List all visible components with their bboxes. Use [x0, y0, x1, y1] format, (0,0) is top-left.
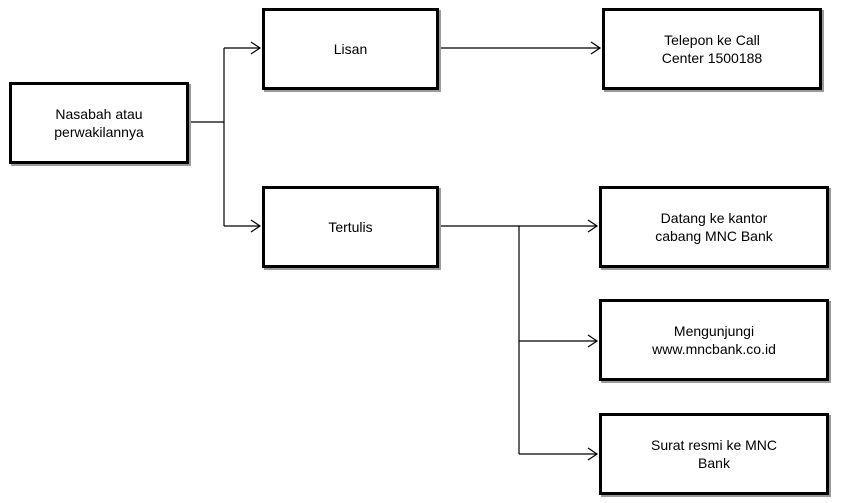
- edge-tertulis-trunk: [439, 225, 520, 454]
- node-datang: Datang ke kantor cabang MNC Bank: [599, 186, 829, 268]
- node-surat-line-1: Surat resmi ke MNC: [650, 437, 778, 453]
- node-kunjung-line-2: www.mncbank.co.id: [652, 341, 776, 357]
- node-kunjung: Mengunjungi www.mncbank.co.id: [599, 299, 829, 381]
- node-telepon: Telepon ke Call Center 1500188: [602, 8, 822, 90]
- node-datang-line-1: Datang ke kantor: [660, 210, 768, 226]
- arrowhead-telepon: [590, 41, 602, 55]
- node-lisan: Lisan: [262, 8, 439, 90]
- node-datang-text: Datang ke kantor cabang MNC Bank: [655, 209, 773, 245]
- node-nasabah-line-1: Nasabah atau: [55, 106, 143, 122]
- node-tertulis: Tertulis: [262, 186, 439, 268]
- node-telepon-line-1: Telepon ke Call: [664, 32, 760, 48]
- arrowhead-datang: [587, 219, 599, 233]
- node-kunjung-line-1: Mengunjungi: [673, 323, 755, 339]
- node-surat-line-2: Bank: [698, 455, 730, 471]
- node-nasabah-line-2: perwakilannya: [54, 124, 144, 140]
- node-kunjung-text: Mengunjungi www.mncbank.co.id: [652, 322, 776, 358]
- node-lisan-label: Lisan: [333, 41, 368, 57]
- arrowhead-tertulis: [250, 219, 262, 233]
- arrowhead-kunjung: [587, 334, 599, 348]
- edge-nasabah-trunk: [189, 48, 225, 226]
- node-telepon-line-2: Center 1500188: [661, 50, 763, 66]
- node-surat: Surat resmi ke MNC Bank: [599, 413, 829, 495]
- node-tertulis-label: Tertulis: [328, 219, 373, 235]
- node-datang-line-2: cabang MNC Bank: [655, 228, 773, 244]
- arrowhead-lisan: [250, 41, 262, 55]
- node-nasabah: Nasabah atau perwakilannya: [9, 82, 189, 164]
- node-nasabah-text: Nasabah atau perwakilannya: [54, 105, 144, 141]
- arrowhead-surat: [587, 447, 599, 461]
- node-telepon-text: Telepon ke Call Center 1500188: [662, 31, 762, 67]
- node-surat-text: Surat resmi ke MNC Bank: [651, 436, 777, 472]
